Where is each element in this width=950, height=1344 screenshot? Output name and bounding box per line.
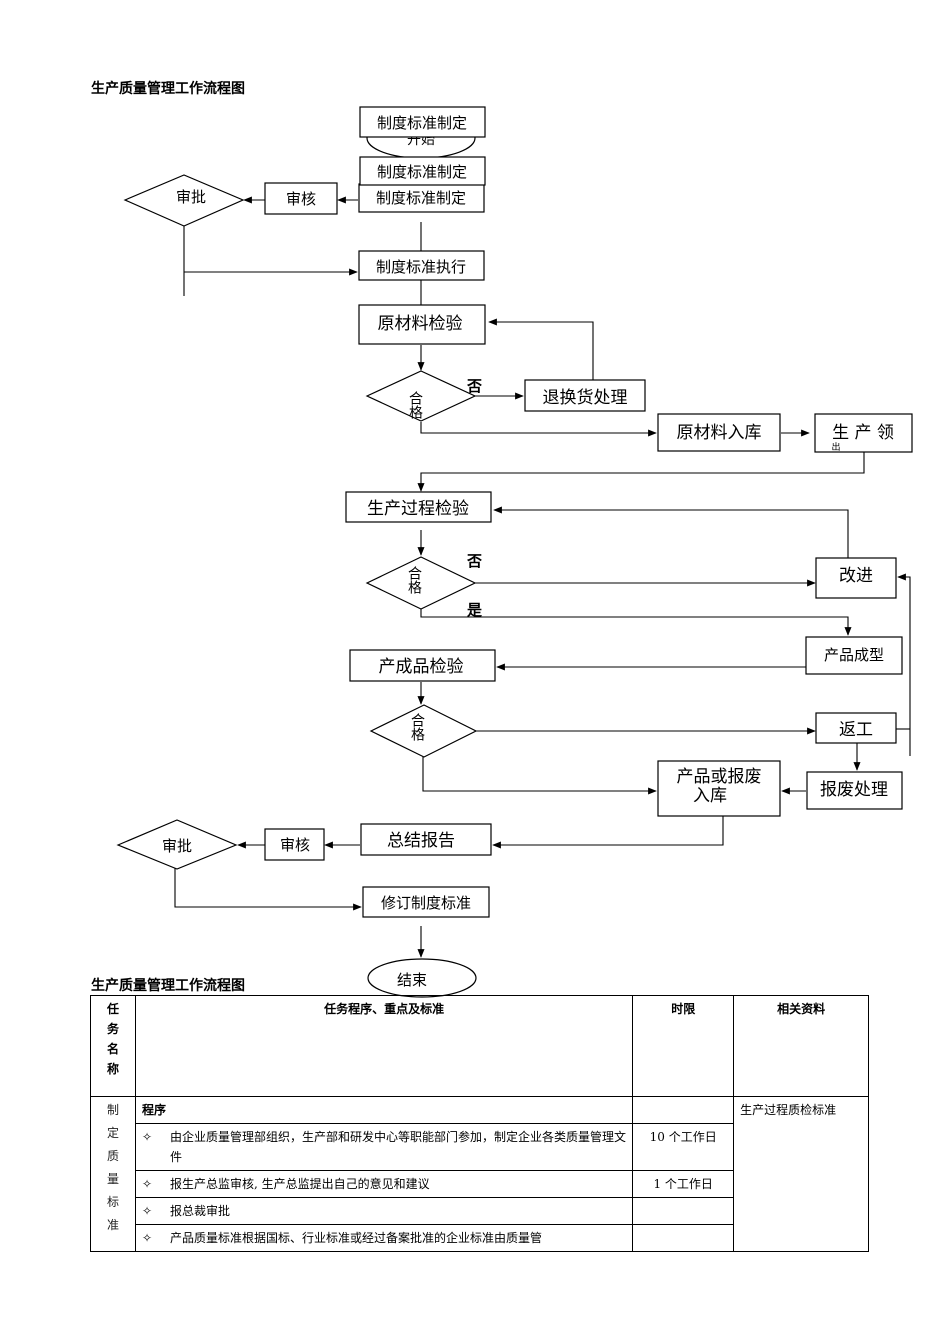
process-inspect-node: 生产过程检验 xyxy=(345,491,492,523)
step-cell-2: ✧报生产总监审核, 生产总监提出自己的意见和建议 xyxy=(134,1170,634,1198)
task-name-cell: 制 定 质 量 标 准 xyxy=(90,1096,136,1252)
time-cell-2: 1 个工作日 xyxy=(632,1170,735,1198)
time-cell-1: 10 个工作日 xyxy=(632,1123,735,1171)
flowchart-title: 生产质量管理工作流程图 xyxy=(91,81,245,97)
scrap-node: 报废处理 xyxy=(806,771,903,810)
step-cell-3: ✧报总裁审批 xyxy=(134,1197,634,1225)
table-row: ✧报总裁审批 xyxy=(91,1197,869,1225)
formulate-label-c: 制度标准制定 xyxy=(376,189,466,207)
raw-inspect-node: 原材料检验 xyxy=(358,304,486,345)
pass-label-2: 合格 xyxy=(406,566,422,594)
no-label-2: 否 xyxy=(466,552,482,570)
process-inspect-label: 生产过程检验 xyxy=(367,499,469,519)
store-or-scrap-node: 产品或报废 入库 xyxy=(657,760,781,817)
formulate-label-a: 制度标准制定 xyxy=(377,114,467,132)
approve-decision-1: 审批 xyxy=(123,174,245,227)
store-or-scrap-label-1: 产品或报废 xyxy=(677,767,762,787)
rework-label: 返工 xyxy=(839,720,873,740)
formulate-label-b: 制度标准制定 xyxy=(377,163,467,181)
summary-node: 总结报告 xyxy=(360,823,492,856)
header-procedure: 任务程序、重点及标准 xyxy=(134,995,634,1097)
final-inspect-node: 产成品检验 xyxy=(349,649,496,682)
formulate-node-b: 制度标准制定 xyxy=(359,156,486,186)
form-node: 产品成型 xyxy=(805,636,903,675)
approve-decision-2: 审批 xyxy=(116,819,238,870)
revise-node: 修订制度标准 xyxy=(362,886,490,918)
formulate-node-a: 制度标准制定 xyxy=(359,106,486,138)
pick-label-cut: 出 xyxy=(831,441,840,453)
flowchart: 开始 制度标准制定 制度标准制定 制度标准制定 审核 审批 制度标准执行 原材料… xyxy=(116,106,913,998)
table-row: ✧报生产总监审核, 生产总监提出自己的意见和建议 1 个工作日 xyxy=(91,1170,869,1198)
review-label-2: 审核 xyxy=(280,836,310,854)
execute-node: 制度标准执行 xyxy=(358,250,485,281)
end-label: 结束 xyxy=(397,971,427,989)
bullet-icon: ✧ xyxy=(141,1130,152,1144)
docs-cell: 生产过程质检标准 xyxy=(733,1096,869,1252)
rework-node: 返工 xyxy=(815,712,897,744)
step-cell-4: ✧产品质量标准根据国标、行业标准或经过备案批准的企业标准由质量管 xyxy=(134,1224,634,1252)
time-cell-empty xyxy=(632,1096,735,1124)
pass-label-3: 合格 xyxy=(409,713,425,741)
pass-decision-2: 合格 xyxy=(365,556,477,610)
raw-inspect-label: 原材料检验 xyxy=(378,314,463,334)
store-or-scrap-label-2: 入库 xyxy=(693,786,727,806)
pick-label: 生 产 领 xyxy=(832,423,894,443)
table-header-row: 任 务 名 称 任务程序、重点及标准 时限 相关资料 xyxy=(90,995,869,1097)
scrap-label: 报废处理 xyxy=(820,780,888,800)
review-label-1: 审核 xyxy=(286,190,316,208)
end-node: 结束 xyxy=(367,958,477,998)
pass-decision-1: 合格 xyxy=(365,370,477,422)
revise-label: 修订制度标准 xyxy=(381,894,471,912)
bullet-icon: ✧ xyxy=(141,1177,152,1191)
no-label-1: 否 xyxy=(466,377,482,395)
header-time: 时限 xyxy=(632,995,735,1097)
return-label: 退换货处理 xyxy=(543,388,628,408)
task-table: 任 务 名 称 任务程序、重点及标准 时限 相关资料 制 定 质 量 标 准 程… xyxy=(90,995,869,1252)
final-inspect-label: 产成品检验 xyxy=(379,657,464,677)
time-cell-4 xyxy=(632,1224,735,1252)
review-node-2: 审核 xyxy=(264,828,325,861)
approve-label-2: 审批 xyxy=(162,837,192,855)
improve-node: 改进 xyxy=(815,557,897,599)
connectors xyxy=(174,185,911,958)
time-cell-3 xyxy=(632,1197,735,1225)
table-row: ✧产品质量标准根据国标、行业标准或经过备案批准的企业标准由质量管 xyxy=(91,1224,869,1252)
pick-node: 生 产 领 出 xyxy=(814,413,913,453)
execute-label: 制度标准执行 xyxy=(376,258,466,276)
pass-label-1: 合格 xyxy=(407,391,423,419)
yes-label-2: 是 xyxy=(466,601,483,619)
bullet-icon: ✧ xyxy=(141,1204,152,1218)
review-node-1: 审核 xyxy=(264,182,338,215)
summary-label: 总结报告 xyxy=(387,831,455,851)
approve-label-1: 审批 xyxy=(176,188,206,206)
raw-store-label: 原材料入库 xyxy=(677,423,762,443)
header-task-name: 任 务 名 称 xyxy=(90,995,136,1097)
return-node: 退换货处理 xyxy=(524,379,646,412)
table-row: 制 定 质 量 标 准 程序 生产过程质检标准 xyxy=(90,1096,869,1252)
program-label: 程序 xyxy=(134,1096,634,1124)
table-title: 生产质量管理工作流程图 xyxy=(91,978,245,994)
step-cell-1: ✧由企业质量管理部组织，生产部和研发中心等职能部门参加，制定企业各类质量管理文件 xyxy=(134,1123,634,1171)
pass-decision-3: 合格 xyxy=(369,704,478,758)
formulate-node-c: 制度标准制定 xyxy=(358,183,485,213)
improve-label: 改进 xyxy=(839,566,873,586)
form-label: 产品成型 xyxy=(824,646,884,664)
header-docs: 相关资料 xyxy=(733,995,869,1097)
raw-store-node: 原材料入库 xyxy=(657,413,781,452)
bullet-icon: ✧ xyxy=(141,1231,152,1245)
